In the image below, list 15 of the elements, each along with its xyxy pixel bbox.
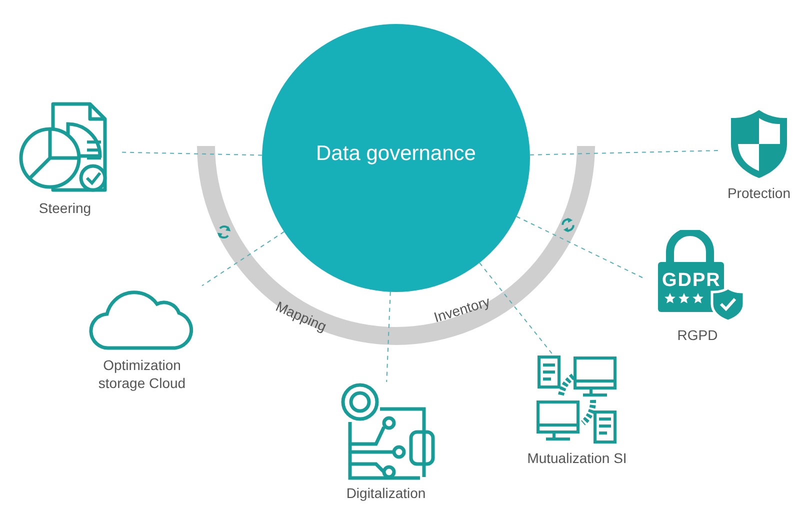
dashed-connector bbox=[516, 216, 646, 280]
node-label: Steering bbox=[38, 199, 92, 217]
band-label: Inventory bbox=[432, 293, 492, 326]
dashed-connector bbox=[479, 262, 554, 356]
hub-circle: Data governance bbox=[262, 24, 530, 292]
node-label: Mutualization SI bbox=[527, 449, 627, 467]
dashed-connector bbox=[202, 231, 285, 286]
lock-text: GDPR bbox=[662, 270, 721, 292]
dashed-connector bbox=[386, 291, 391, 382]
node-label: Optimization storage Cloud bbox=[97, 356, 187, 392]
node-label: Digitalization bbox=[346, 484, 426, 502]
dashed-connector bbox=[529, 150, 718, 156]
dashed-connector bbox=[120, 152, 263, 156]
node-label: RGPD bbox=[677, 326, 718, 344]
node-label: Protection bbox=[727, 184, 791, 202]
